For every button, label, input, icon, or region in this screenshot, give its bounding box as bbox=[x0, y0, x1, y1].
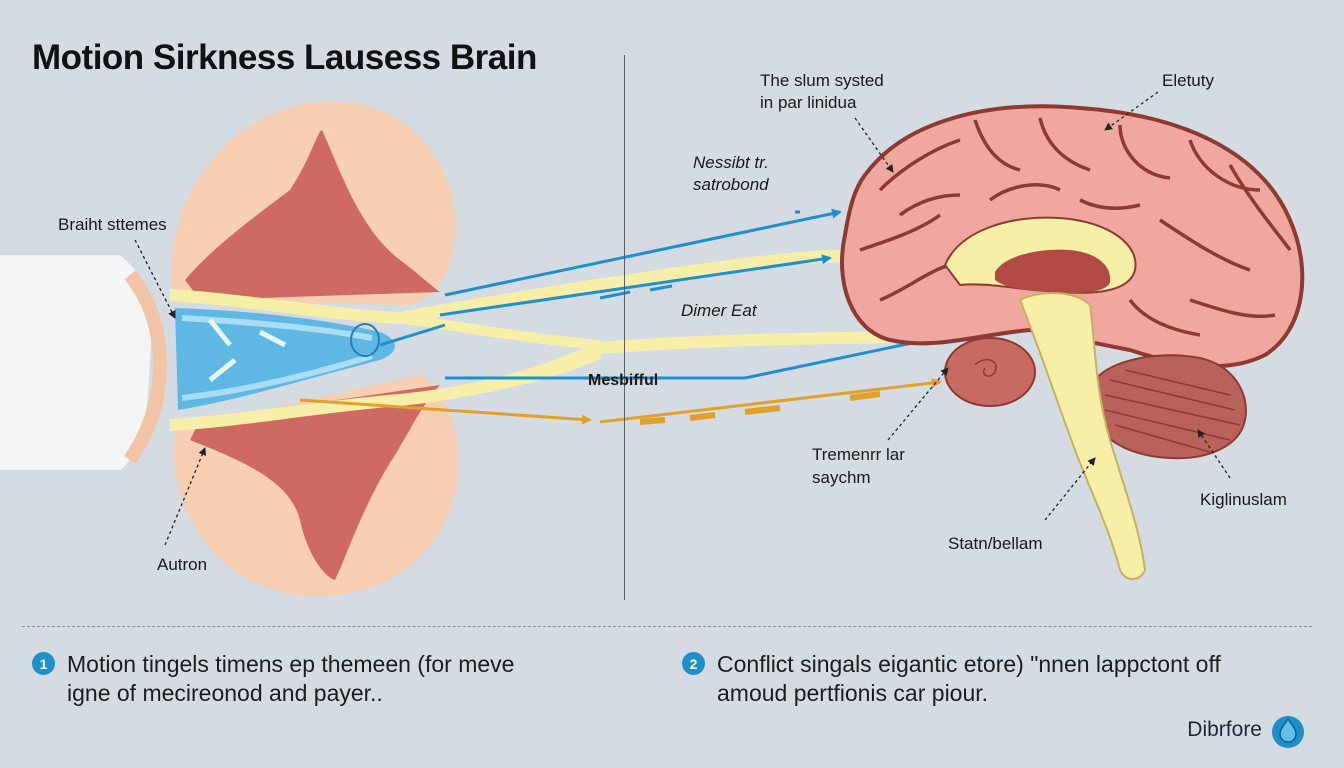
note-2-number-badge: 2 bbox=[682, 652, 705, 675]
note-2-text: Conflict singals eigantic etore) "nnen l… bbox=[717, 650, 1221, 708]
label-statn: Statn/bellam bbox=[948, 534, 1043, 553]
label-pointers bbox=[134, 91, 1231, 546]
label-slum-line2: in par linidua bbox=[760, 93, 857, 112]
brand-name: Dibrfore bbox=[1187, 718, 1262, 741]
section-divider-vertical bbox=[624, 55, 625, 600]
label-mesbifful: Mesbifful bbox=[588, 372, 659, 389]
note-2: 2 Conflict singals eigantic etore) "nnen… bbox=[682, 650, 1221, 708]
label-tremenr-line1: Tremenrr lar bbox=[812, 445, 905, 464]
label-brainstem: Braiht sttemes bbox=[58, 215, 167, 234]
label-dimer-eat: Dimer Eat bbox=[681, 301, 757, 320]
note-1-line1: Motion tingels timens ep themeen (for me… bbox=[67, 651, 515, 677]
label-tremenr-line2: saychm bbox=[812, 468, 871, 487]
water-drop-icon bbox=[1272, 716, 1304, 748]
label-eletuty: Eletuty bbox=[1162, 71, 1214, 90]
note-1-line2: igne of mecireonod and payer.. bbox=[67, 680, 383, 706]
note-2-line2: amoud pertfionis car piour. bbox=[717, 680, 989, 706]
note-1-text: Motion tingels timens ep themeen (for me… bbox=[67, 650, 514, 708]
section-divider-horizontal bbox=[22, 626, 1312, 627]
brand-logo: Dibrfore bbox=[1187, 710, 1306, 750]
label-nessibt-line2: satrobond bbox=[693, 175, 769, 194]
page-title: Motion Sirkness Lausess Brain bbox=[32, 38, 537, 77]
nerve-pathway bbox=[169, 250, 961, 431]
note-1-number-badge: 1 bbox=[32, 652, 55, 675]
label-kiglinuslam: Kiglinuslam bbox=[1200, 490, 1287, 509]
label-slum-line1: The slum systed bbox=[760, 71, 884, 90]
note-1: 1 Motion tingels timens ep themeen (for … bbox=[32, 650, 514, 708]
brain-illustration bbox=[840, 104, 1305, 580]
label-autron: Autron bbox=[157, 555, 208, 574]
ear-structure bbox=[0, 101, 459, 597]
vestibular-canal bbox=[175, 308, 446, 410]
label-nessibt-line1: Nessibt tr. bbox=[693, 153, 769, 172]
note-2-line1: Conflict singals eigantic etore) "nnen l… bbox=[717, 651, 1221, 677]
